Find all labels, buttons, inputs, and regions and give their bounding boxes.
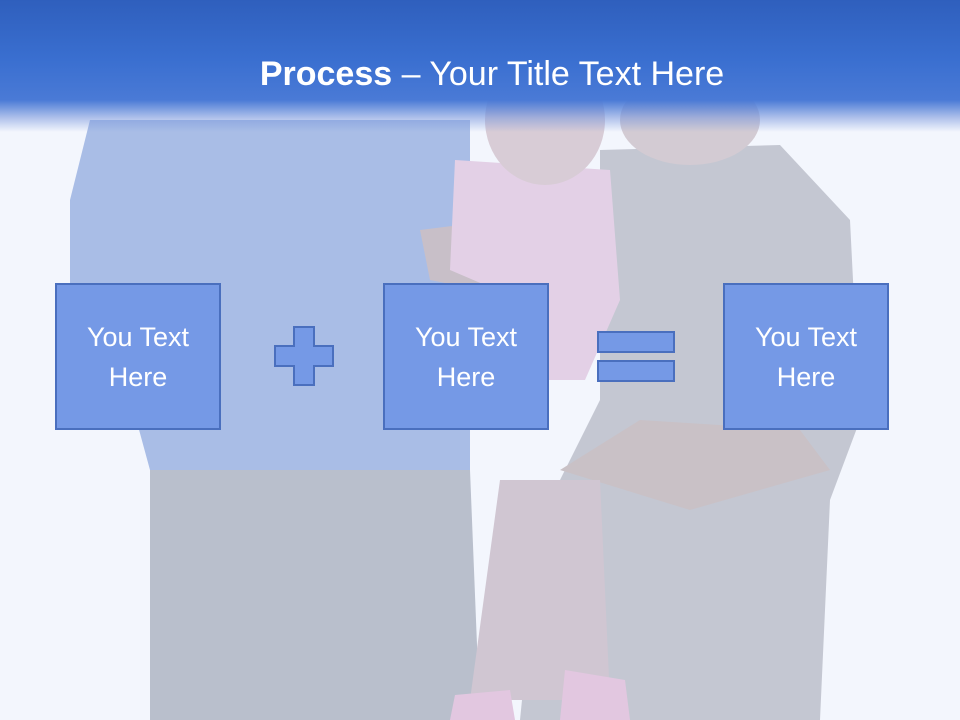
text-box-1[interactable]: You Text Here [55, 283, 221, 430]
text-box-3-label: You Text Here [754, 321, 858, 392]
text-box-1-label: You Text Here [86, 321, 190, 392]
text-box-3[interactable]: You Text Here [723, 283, 889, 430]
title-banner [0, 0, 960, 132]
plus-icon [274, 326, 334, 386]
equals-icon [597, 331, 675, 382]
slide-title: Process – Your Title Text Here [0, 52, 960, 96]
title-rest: – Your Title Text Here [392, 55, 725, 93]
text-box-2[interactable]: You Text Here [383, 283, 549, 430]
text-box-2-label: You Text Here [414, 321, 518, 392]
title-bold: Process [259, 55, 393, 93]
